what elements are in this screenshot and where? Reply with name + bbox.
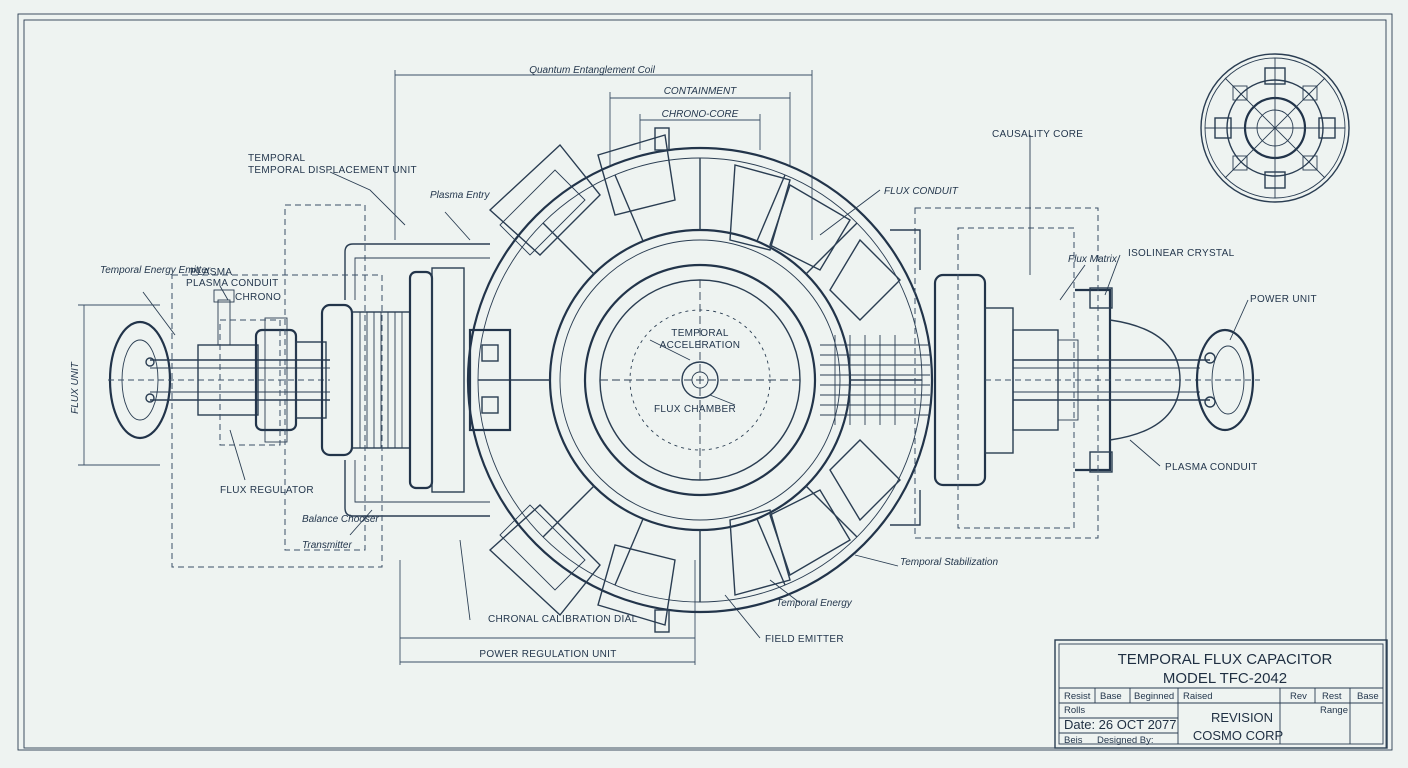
title-block-frame <box>1054 639 1388 749</box>
title-line-2: MODEL TFC-2042 <box>1163 670 1287 687</box>
tb-row2-right: Range <box>1320 705 1348 716</box>
dim-label-quantum-coil: Quantum Entanglement Coil <box>529 65 655 76</box>
label-flux-regulator: FLUX REGULATOR <box>220 485 314 496</box>
inset-detail-view <box>1200 53 1350 203</box>
tb-company: COSMO CORP <box>1193 728 1283 743</box>
tb-row1-col1: Resist <box>1064 691 1091 702</box>
tb-designed-by: Designed By: <box>1097 735 1154 746</box>
callout-labels: TEMPORAL TEMPORAL DISPLACEMENT UNIT PLAS… <box>100 129 1317 645</box>
left-flange <box>408 270 434 490</box>
left-assembly <box>108 204 490 568</box>
sheet-border <box>17 13 1393 751</box>
right-emitter-dish <box>1195 328 1255 432</box>
left-coil-windings <box>359 312 403 448</box>
tb-bottom-left: Beis <box>1064 735 1083 746</box>
title-block: TEMPORAL FLUX CAPACITOR MODEL TFC-2042 R… <box>1054 639 1388 749</box>
dim-label-flux-unit: FLUX UNIT <box>70 361 81 414</box>
label-temporal-stabilization: Temporal Stabilization <box>900 557 998 568</box>
bottom-dimensions: POWER REGULATION UNIT <box>399 560 696 665</box>
label-core-title-2: ACCELERATION <box>660 340 741 351</box>
tb-row2-left: Rolls <box>1064 705 1085 716</box>
label-balance-chooser: Balance Chooser <box>302 514 379 525</box>
tb-row1-col5: Rev <box>1290 691 1307 702</box>
sheet-inner-border <box>23 19 1387 749</box>
label-plasma: PLASMA <box>190 267 232 278</box>
label-causality-core: CAUSALITY CORE <box>992 129 1083 140</box>
label-chronal-calibration-dial: CHRONAL CALIBRATION DIAL <box>488 614 638 625</box>
label-power-unit: POWER UNIT <box>1250 294 1317 305</box>
label-field-emitter: FIELD EMITTER <box>765 634 844 645</box>
right-flange <box>933 273 987 487</box>
label-flux-matrix: Flux Matrix <box>1068 254 1118 265</box>
central-ring-assembly <box>466 127 934 633</box>
left-dashed-enclosure <box>171 274 383 568</box>
label-temporal: TEMPORAL <box>248 153 306 164</box>
right-fins <box>820 335 930 425</box>
outer-ring <box>466 146 934 614</box>
dim-label-containment: CONTAINMENT <box>664 86 737 97</box>
label-temporal-energy: Temporal Energy <box>776 598 853 609</box>
right-dashed-enclosure <box>914 207 1099 539</box>
ring-segment-blocks <box>468 127 901 633</box>
inner-ring <box>583 263 817 497</box>
label-plasma-conduit-left: PLASMA CONDUIT <box>186 278 279 289</box>
dim-label-chrono-core: CHRONO-CORE <box>662 109 739 120</box>
label-flux-chamber: FLUX CHAMBER <box>654 404 736 415</box>
top-dimensions: Quantum Entanglement Coil CONTAINMENT CH… <box>394 65 813 240</box>
label-core-title-1: TEMPORAL <box>671 328 729 339</box>
label-plasma-conduit-right: PLASMA CONDUIT <box>1165 462 1258 473</box>
label-flux-conduit: FLUX CONDUIT <box>884 186 959 197</box>
tb-row1-col3: Beginned <box>1134 691 1174 702</box>
label-plasma-entry: Plasma Entry <box>430 190 490 201</box>
tb-row1-col6: Rest <box>1322 691 1342 702</box>
dim-label-power-regulation: POWER REGULATION UNIT <box>479 649 616 660</box>
ring-spokes <box>478 158 922 602</box>
tb-revision: REVISION <box>1211 710 1273 725</box>
label-transmitter: Transmitter <box>302 540 352 551</box>
tb-date: Date: 26 OCT 2077 <box>1064 717 1177 732</box>
right-assembly <box>890 207 1260 539</box>
tb-row1-col2: Base <box>1100 691 1122 702</box>
label-chrono-unit: CHRONO <box>235 292 281 303</box>
leader-lines <box>142 135 1249 639</box>
title-line-1: TEMPORAL FLUX CAPACITOR <box>1118 651 1333 668</box>
tb-row1-col7: Base <box>1357 691 1379 702</box>
label-isolinear-crystal: ISOLINEAR CRYSTAL <box>1128 248 1235 259</box>
label-temporal-energy-emitter: Temporal Energy Emitter <box>100 265 211 276</box>
label-temporal-displacement-unit: TEMPORAL DISPLACEMENT UNIT <box>248 165 417 176</box>
left-vertical-dimension: FLUX UNIT <box>70 304 160 466</box>
tb-row1-col4: Raised <box>1183 691 1213 702</box>
